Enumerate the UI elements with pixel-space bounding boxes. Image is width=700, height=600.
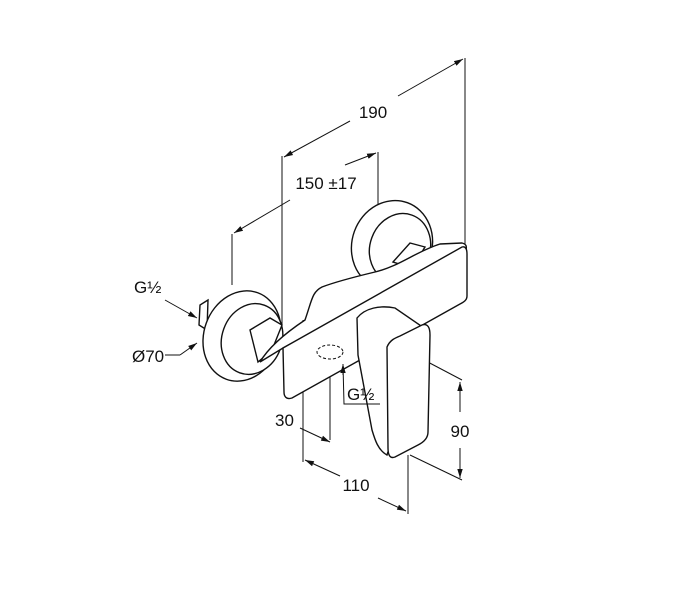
dimension-overall-depth: 190 xyxy=(359,103,387,122)
dimension-connection-spacing: 150 ±17 xyxy=(295,174,356,193)
label-outlet-thread: G½ xyxy=(347,385,374,404)
front-wall-flange xyxy=(198,290,284,382)
mixer-lever xyxy=(356,306,431,459)
dimension-lever-depth: 110 xyxy=(342,476,369,495)
label-inlet-thread: G½ xyxy=(134,278,161,297)
label-flange-diameter: Ø70 xyxy=(132,347,164,366)
dimension-lines xyxy=(164,58,464,512)
dimension-outlet-offset: 30 xyxy=(275,411,294,430)
dimension-lever-height: 90 xyxy=(451,422,470,441)
